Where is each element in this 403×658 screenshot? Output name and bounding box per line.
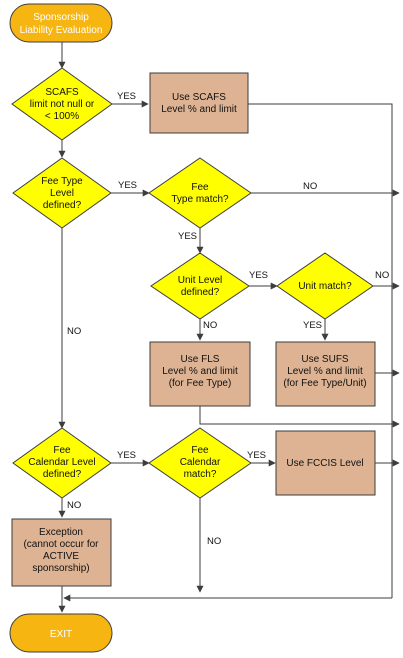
node-scafs-check-line-1: SCAFS: [45, 87, 79, 98]
edge-label-unitmatch-yes: YES: [303, 320, 322, 331]
node-fee-type-defined-line-1: Fee Type: [41, 176, 83, 187]
node-use-sufs-line-2: Level % and limit: [287, 366, 363, 377]
node-fee-type-defined-line-3: defined?: [43, 200, 82, 211]
node-unit-level-defined-line-1: Unit Level: [178, 275, 222, 286]
node-fee-calendar-defined-line-3: defined?: [43, 469, 82, 480]
node-use-fccis-line-1: Use FCCIS Level: [286, 458, 363, 469]
node-fee-calendar-match: Fee Calendar match?: [148, 427, 252, 499]
node-unit-match: Unit match?: [276, 252, 374, 320]
node-fee-calendar-defined-line-2: Calendar Level: [28, 457, 95, 468]
node-scafs-check-line-2: limit not null or: [30, 99, 95, 110]
node-use-scafs-line-2: Level % and limit: [161, 104, 237, 115]
edge-label-unitlevel-yes: YES: [249, 270, 268, 281]
node-unit-level-defined: Unit Level defined?: [150, 252, 250, 320]
node-use-fls-line-2: Level % and limit: [162, 366, 238, 377]
node-fee-calendar-match-line-1: Fee: [191, 445, 209, 456]
edge-label-feetype-yes: YES: [118, 180, 137, 191]
node-fee-calendar-match-line-2: Calendar: [180, 457, 221, 468]
node-use-fls-line-3: (for Fee Type): [169, 378, 232, 389]
node-exception: Exception (cannot occur for ACTIVE spons…: [11, 518, 112, 587]
edge-labels: YES YES NO YES YES NO NO YES NO YES YES …: [67, 91, 389, 547]
node-unit-level-defined-line-2: defined?: [181, 287, 220, 298]
node-start: Sponsorship Liability Evaluation: [9, 3, 113, 43]
node-start-line-1: Sponsorship: [33, 12, 89, 23]
edge-label-feetypematch-no: NO: [303, 181, 317, 192]
conn-usescafs-right: [248, 103, 393, 598]
node-fee-type-defined-line-2: Level: [50, 188, 74, 199]
node-exception-line-4: sponsorship): [32, 563, 89, 574]
node-exit: EXIT: [9, 613, 113, 653]
node-exception-line-3: ACTIVE: [43, 551, 79, 562]
node-use-sufs-line-3: (for Fee Type/Unit): [283, 378, 366, 389]
node-start-line-2: Liability Evaluation: [20, 25, 103, 36]
edge-label-unitlevel-no: NO: [203, 320, 217, 331]
node-unit-match-line-1: Unit match?: [298, 281, 352, 292]
edge-label-feecalmatch-yes: YES: [247, 450, 266, 461]
node-fee-type-match-line-2: Type match?: [171, 194, 229, 205]
node-fee-type-defined: Fee Type Level defined?: [12, 157, 112, 229]
edge-label-feecalmatch-no: NO: [207, 536, 221, 547]
node-use-sufs: Use SUFS Level % and limit (for Fee Type…: [275, 341, 376, 407]
edge-label-feetypematch-yes: YES: [178, 231, 197, 242]
conn-fls-right: [199, 406, 400, 428]
node-use-sufs-line-1: Use SUFS: [301, 354, 349, 365]
node-use-scafs-line-1: Use SCAFS: [172, 92, 226, 103]
edge-label-feetype-no: NO: [67, 326, 81, 337]
node-scafs-check: SCAFS limit not null or < 100%: [11, 67, 113, 141]
node-exception-line-1: Exception: [39, 527, 83, 538]
edge-label-feecal-no: NO: [67, 500, 81, 511]
node-scafs-check-line-3: < 100%: [45, 111, 79, 122]
edge-label-unitmatch-no: NO: [375, 270, 389, 281]
node-fee-calendar-defined: Fee Calendar Level defined?: [12, 427, 112, 499]
node-use-fls-line-1: Use FLS: [181, 354, 220, 365]
node-fee-calendar-defined-line-1: Fee: [53, 445, 71, 456]
node-fee-type-match: Fee Type match?: [148, 157, 252, 229]
node-exit-line-1: EXIT: [50, 629, 72, 640]
node-use-fccis: Use FCCIS Level: [275, 430, 376, 496]
node-use-scafs: Use SCAFS Level % and limit: [149, 72, 249, 134]
node-exception-line-2: (cannot occur for: [23, 539, 99, 550]
node-fee-type-match-line-1: Fee: [191, 182, 209, 193]
connectors: [58, 42, 400, 613]
node-use-fls: Use FLS Level % and limit (for Fee Type): [149, 341, 251, 407]
node-fee-calendar-match-line-3: match?: [184, 469, 217, 480]
edge-label-feecal-yes: YES: [117, 450, 136, 461]
edge-label-scafs-yes: YES: [117, 91, 136, 102]
